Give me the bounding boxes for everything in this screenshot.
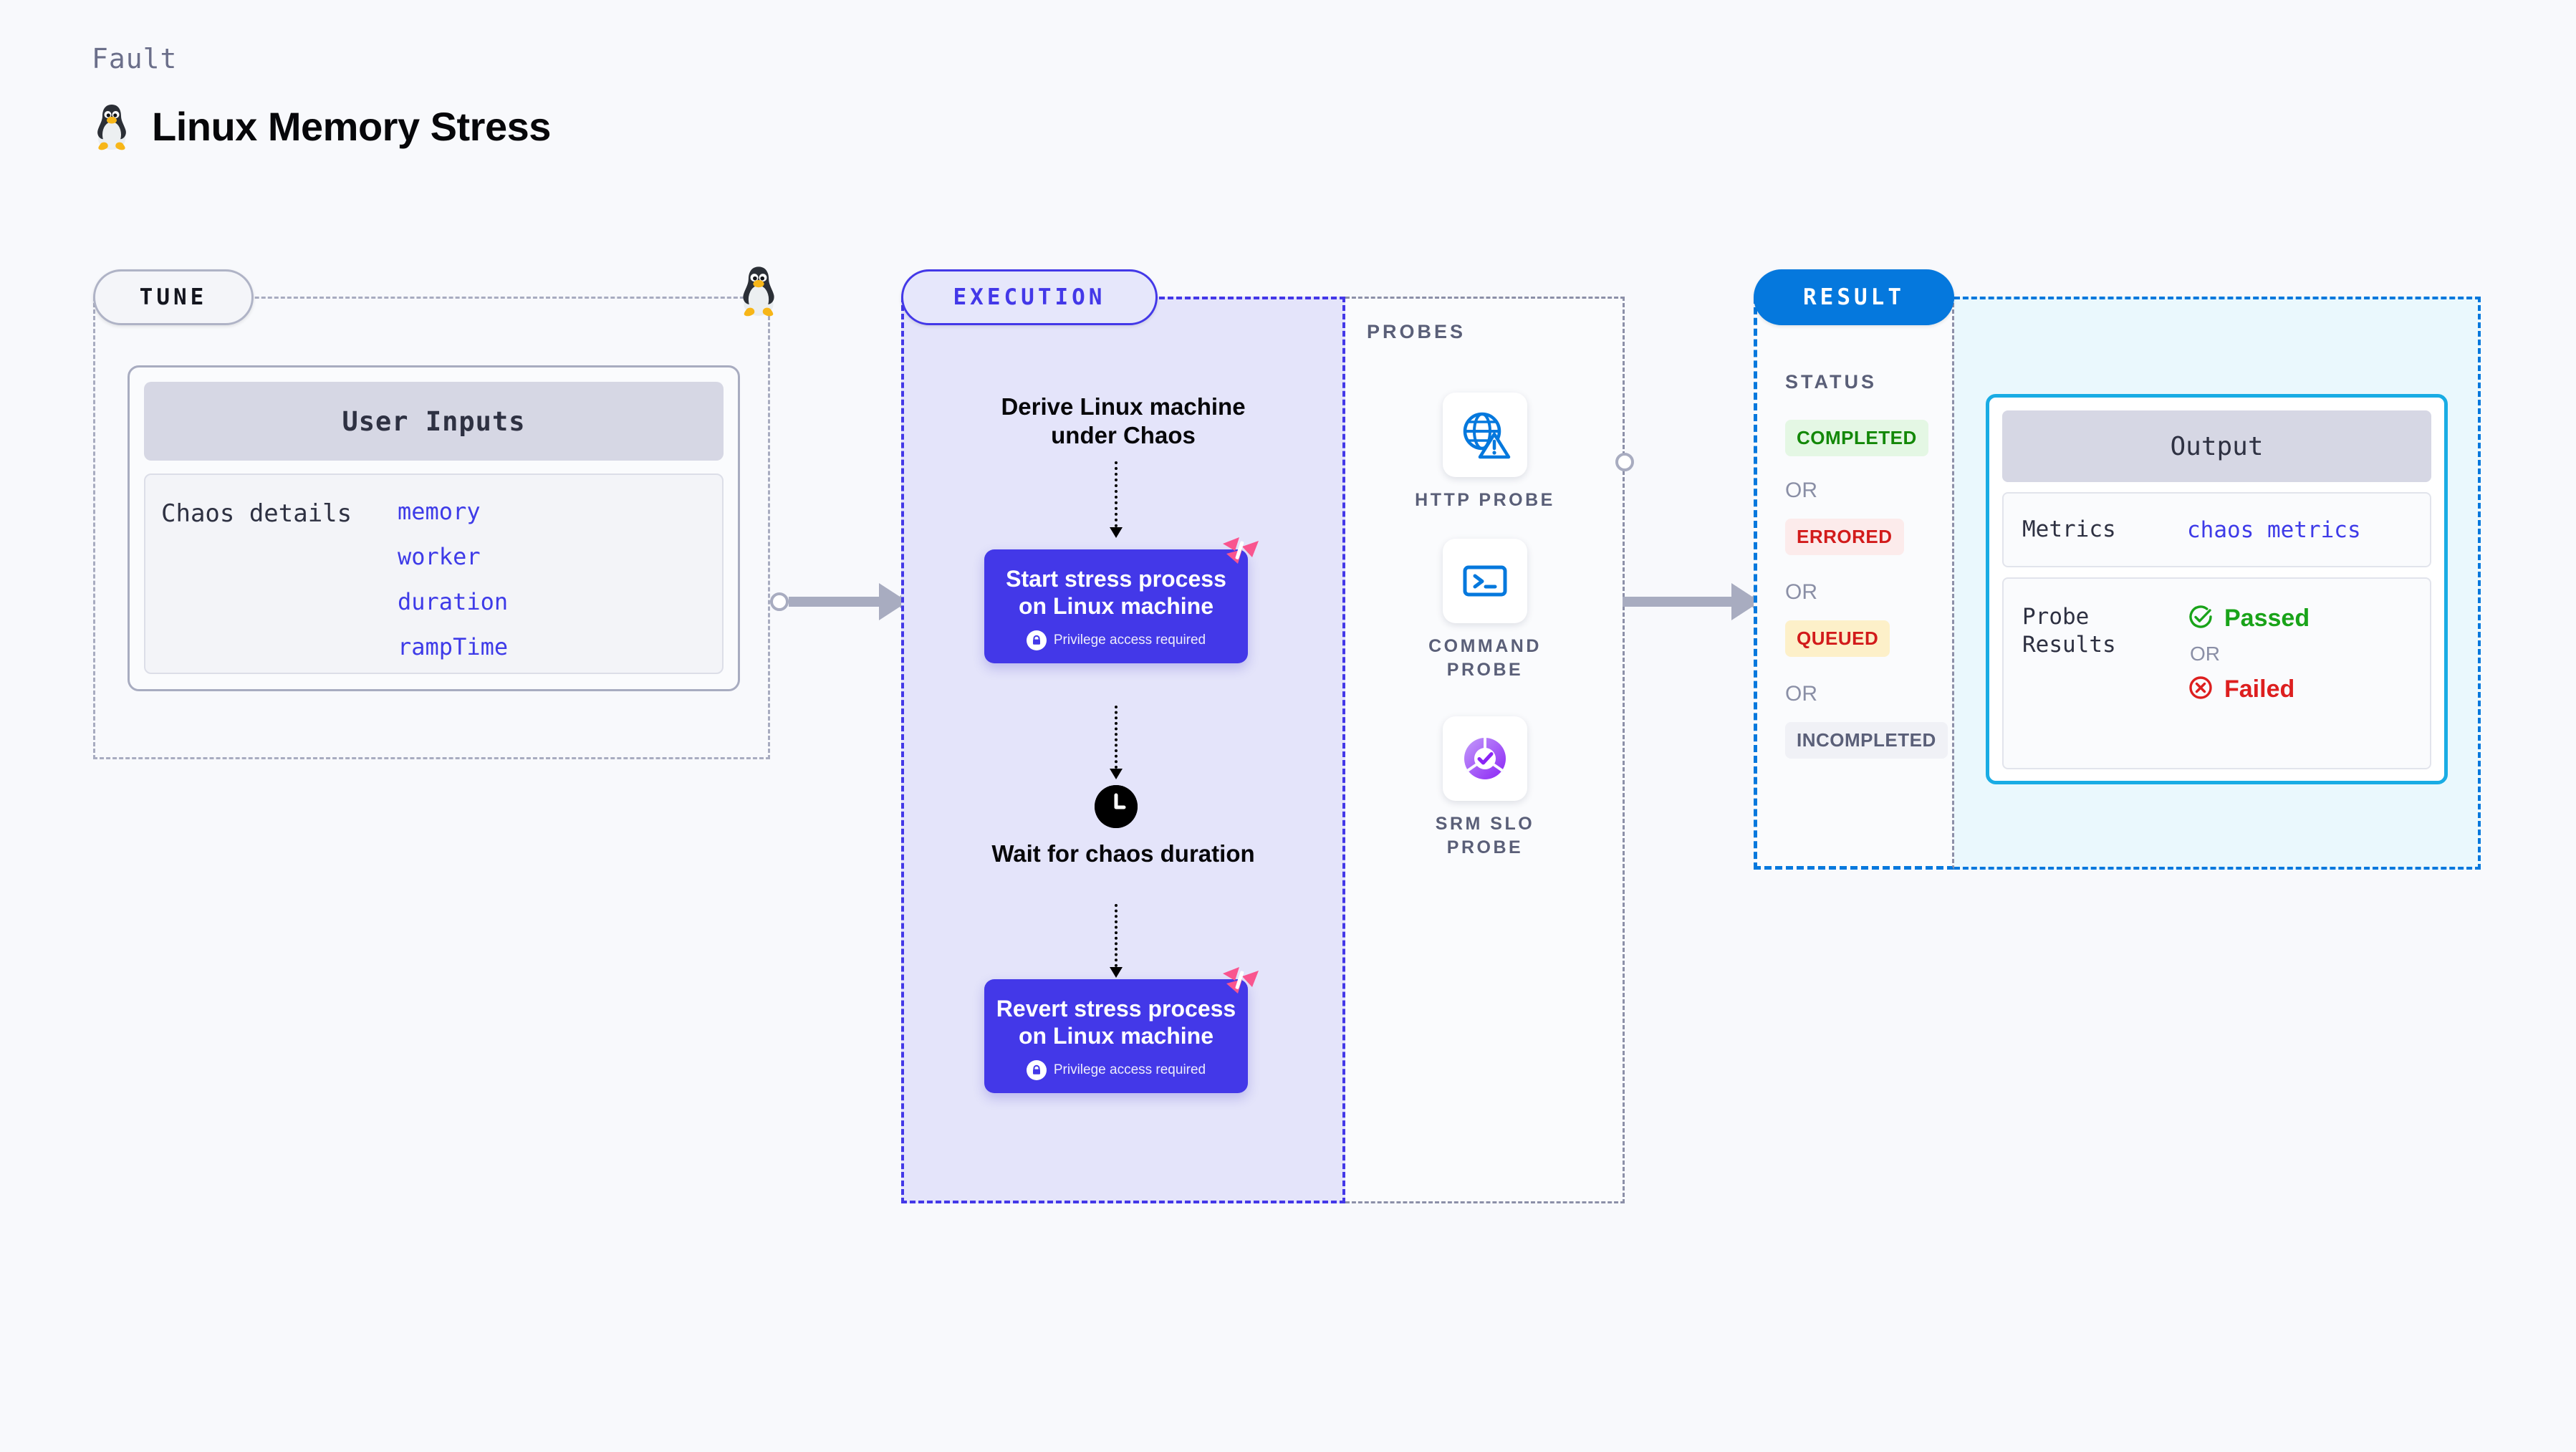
status-badge-incompleted: INCOMPLETED	[1785, 722, 1948, 759]
execution-card-title: Revert stress process on Linux machine	[996, 996, 1236, 1049]
page-title: Linux Memory Stress	[152, 103, 551, 149]
fault-eyebrow-label: Fault	[92, 43, 178, 74]
execution-card-subtitle-row: Privilege access required	[996, 1059, 1236, 1080]
probe-result-passed-label: Passed	[2224, 605, 2310, 632]
probes-title: PROBES	[1367, 321, 1466, 342]
chaos-details-box: Chaos details memory worker duration ram…	[144, 473, 724, 674]
probe-label-http: HTTP PROBE	[1415, 490, 1555, 510]
chaos-value-ramptime: rampTime	[398, 633, 509, 660]
check-circle-icon	[2187, 603, 2214, 634]
chaos-value-duration: duration	[398, 588, 509, 615]
execution-step-derive: Derive Linux machine under Chaos	[1001, 393, 1246, 449]
result-pill-label: RESULT	[1754, 269, 1954, 325]
execution-card-subtitle-row: Privilege access required	[996, 630, 1236, 650]
output-card: Output Metrics chaos metrics Probe Resul…	[1986, 394, 2448, 784]
tune-panel: User Inputs Chaos details memory worker …	[93, 297, 770, 759]
probe-result-passed: Passed	[2187, 603, 2310, 634]
flow-arrow-start-to-wait	[1110, 706, 1123, 781]
status-badge-completed: COMPLETED	[1785, 420, 1928, 456]
slo-donut-check-icon	[1443, 716, 1527, 801]
clock-icon	[1095, 785, 1138, 828]
execution-step-wait: Wait for chaos duration	[991, 840, 1255, 867]
execution-card-title: Start stress process on Linux machine	[1006, 566, 1226, 620]
flow-arrow-wait-to-revert	[1110, 904, 1123, 979]
flow-arrow-derive-to-start	[1110, 461, 1123, 540]
probe-result-failed: Failed	[2187, 674, 2310, 705]
terminal-icon	[1443, 539, 1527, 623]
connector-bar	[789, 597, 880, 607]
status-or-separator: OR	[1785, 682, 1817, 706]
probe-label-command: COMMAND PROBE	[1428, 636, 1542, 680]
probe-results-key-label: Probe Results	[2022, 604, 2116, 658]
execution-card-subtitle: Privilege access required	[1053, 632, 1206, 648]
output-header: Output	[2002, 410, 2431, 482]
harness-logo-icon	[1221, 535, 1261, 576]
probe-results-values: Passed OR Failed	[2187, 603, 2310, 744]
output-metrics-row: Metrics chaos metrics	[2002, 492, 2431, 567]
probe-label-srm-slo: SRM SLO PROBE	[1435, 814, 1535, 857]
execution-card-subtitle: Privilege access required	[1053, 1062, 1206, 1077]
output-probe-results-row: Probe Results Passed OR	[2002, 577, 2431, 769]
chaos-value-memory: memory	[398, 498, 481, 525]
lock-icon	[1026, 1059, 1047, 1080]
probe-item-srm-slo[interactable]: SRM SLO PROBE	[1395, 716, 1575, 859]
status-badge-errored: ERRORED	[1785, 519, 1904, 555]
lock-icon	[1026, 630, 1047, 650]
chaos-value-worker: worker	[398, 543, 481, 570]
result-status-panel	[1754, 297, 1954, 870]
connector-node-left	[770, 592, 789, 611]
chaos-details-label: Chaos details	[161, 499, 352, 528]
globe-warning-icon	[1443, 393, 1527, 477]
connector-execution-to-result	[1623, 583, 1769, 620]
chaos-details-values: memory worker duration rampTime	[398, 498, 509, 660]
probe-item-command[interactable]: COMMAND PROBE	[1395, 539, 1575, 681]
status-badge-queued: QUEUED	[1785, 620, 1890, 657]
user-inputs-card: User Inputs Chaos details memory worker …	[128, 365, 740, 691]
connector-bar	[1623, 597, 1732, 607]
connector-tune-to-execution	[770, 583, 917, 620]
status-or-separator: OR	[1785, 479, 1817, 502]
connector-node-probes	[1615, 453, 1634, 471]
status-or-separator: OR	[1785, 580, 1817, 604]
linux-tux-icon	[92, 102, 132, 150]
page-title-row: Linux Memory Stress	[92, 102, 551, 150]
execution-pill-label: EXECUTION	[901, 269, 1158, 325]
metrics-value: chaos metrics	[2187, 516, 2361, 543]
probe-item-http[interactable]: HTTP PROBE	[1395, 393, 1575, 512]
metrics-key-label: Metrics	[2022, 516, 2116, 543]
execution-card-start-stress[interactable]: Start stress process on Linux machine Pr…	[984, 537, 1259, 663]
page-header: Fault Linux Memory Stress	[92, 43, 551, 150]
status-title: STATUS	[1785, 371, 1877, 393]
execution-card-revert-stress[interactable]: Revert stress process on Linux machine P…	[984, 967, 1259, 1093]
linux-tux-icon	[736, 264, 781, 320]
tune-pill-label: TUNE	[93, 269, 254, 325]
x-circle-icon	[2187, 674, 2214, 705]
user-inputs-header: User Inputs	[144, 382, 724, 461]
probe-result-or-separator: OR	[2190, 643, 2220, 665]
probe-result-failed-label: Failed	[2224, 675, 2295, 703]
harness-logo-icon	[1221, 965, 1261, 1006]
